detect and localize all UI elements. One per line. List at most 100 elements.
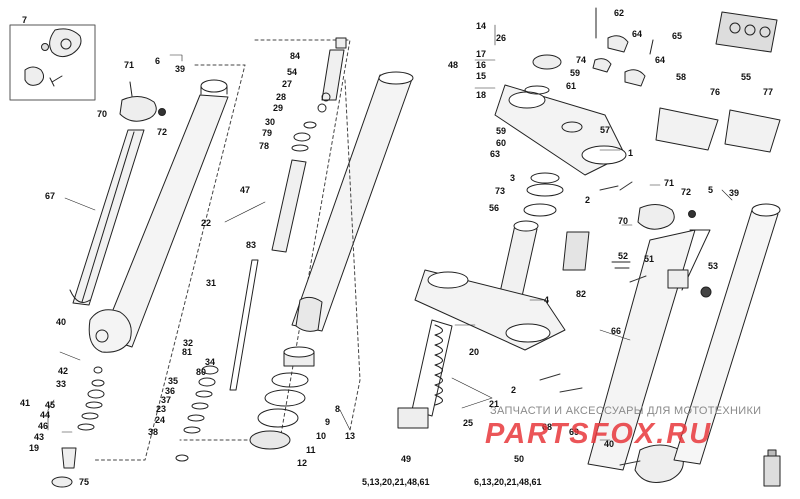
- callout-label: 36: [165, 386, 176, 396]
- callout-label: 12: [297, 458, 308, 468]
- callout-label: 4: [544, 295, 550, 305]
- callout-label: 9: [325, 417, 331, 427]
- callout-label: 28: [276, 92, 287, 102]
- callout-label: 51: [644, 254, 655, 264]
- left-fork-outer-leg: [88, 79, 229, 353]
- callout-label: 3: [510, 173, 516, 183]
- watermark-caption: ЗАПЧАСТИ И АКСЕССУАРЫ ДЛЯ МОТОТЕХНИКИ: [490, 405, 762, 417]
- sticker-55: [715, 11, 778, 53]
- callout-label: 27: [282, 79, 293, 89]
- upper-triple-clamp: [494, 84, 627, 176]
- clamp-70-right: [637, 204, 696, 230]
- callout-label: 77: [763, 87, 774, 97]
- callout-label: 23: [156, 404, 167, 414]
- callout-label: 40: [56, 317, 67, 327]
- callout-label: 2: [585, 195, 591, 205]
- callout-label: 46: [38, 421, 49, 431]
- callout-label: 34: [205, 357, 216, 367]
- callout-label: 31: [206, 278, 217, 288]
- callout-label: 16: [476, 60, 487, 70]
- callout-label: 14: [476, 21, 487, 31]
- callout-label: 20: [469, 347, 480, 357]
- assembly-49-parts: 5,13,20,21,48,61: [362, 477, 430, 487]
- assembly-50-parts: 6,13,20,21,48,61: [474, 477, 542, 487]
- callout-label: 47: [240, 185, 251, 195]
- callout-label: 35: [168, 376, 179, 386]
- steering-stem-4: [414, 220, 566, 351]
- callout-label: 61: [566, 81, 577, 91]
- callout-label: 83: [246, 240, 257, 250]
- callout-label: 75: [79, 477, 90, 487]
- oil-bottle: [763, 449, 781, 487]
- callout-label: 82: [576, 289, 587, 299]
- callout-label: 54: [287, 67, 298, 77]
- callout-label: 76: [710, 87, 721, 97]
- callout-label: 72: [157, 127, 168, 137]
- callout-label: 1: [628, 148, 634, 158]
- callout-label: 8: [335, 404, 341, 414]
- callout-label: 78: [259, 141, 270, 151]
- callout-label: 19: [29, 443, 40, 453]
- callout-label: 69: [569, 427, 580, 437]
- pad-77: [724, 109, 781, 153]
- bolts: [539, 181, 647, 466]
- callout-label: 17: [476, 49, 487, 59]
- callout-label: 79: [262, 128, 273, 138]
- callout-label: 71: [664, 178, 675, 188]
- center-inner-tube: [291, 71, 414, 332]
- callout-label: 45: [45, 400, 56, 410]
- fork-spring-20: [397, 319, 453, 429]
- fork-guard-82: [562, 231, 590, 271]
- callout-label: 5: [708, 185, 714, 195]
- callout-label: 22: [201, 218, 212, 228]
- callout-label: 15: [476, 71, 487, 81]
- stem-bearings: [523, 54, 564, 217]
- callout-label: 38: [148, 427, 159, 437]
- callout-label: 70: [618, 216, 629, 226]
- callout-label: 60: [496, 138, 507, 148]
- callout-label: 30: [265, 117, 276, 127]
- callout-label: 70: [97, 109, 108, 119]
- leader-lines: [47, 24, 733, 441]
- callout-label: 33: [56, 379, 67, 389]
- left-cartridge-assembly: [94, 39, 351, 461]
- callout-label: 68: [542, 422, 553, 432]
- callout-label: 13: [345, 431, 356, 441]
- assembly-49-number: 49: [401, 454, 412, 464]
- damper-rod: [229, 37, 347, 391]
- callout-label: 84: [290, 51, 301, 61]
- callout-label: 21: [489, 399, 500, 409]
- right-fork-tube-5: [673, 203, 781, 465]
- callout-label: 44: [40, 410, 51, 420]
- assembly-50-number: 50: [514, 454, 525, 464]
- callout-label: 58: [676, 72, 687, 82]
- callout-label: 72: [681, 187, 692, 197]
- callout-label: 73: [495, 186, 506, 196]
- callout-label: 67: [45, 191, 56, 201]
- callout-label: 63: [490, 149, 501, 159]
- callout-label: 18: [476, 90, 487, 100]
- callout-label: 62: [614, 8, 625, 18]
- callout-label: 52: [618, 251, 629, 261]
- callout-label: 59: [570, 68, 581, 78]
- callout-label: 43: [34, 432, 45, 442]
- callout-label: 65: [672, 31, 683, 41]
- callout-label: 25: [463, 418, 474, 428]
- callout-label: 40: [604, 439, 615, 449]
- callout-label: 39: [729, 188, 740, 198]
- callout-label: 37: [161, 395, 172, 405]
- callout-label: 48: [448, 60, 459, 70]
- handlebar-clamps: [592, 7, 654, 87]
- clamp-70-left: [119, 81, 166, 122]
- callout-label: 42: [58, 366, 69, 376]
- callout-label: 32: [183, 338, 194, 348]
- callout-label: 2: [511, 385, 517, 395]
- watermark-brand: PARTSFOX.RU: [485, 418, 713, 450]
- callout-label: 57: [600, 125, 611, 135]
- right-bracket-parts: [611, 261, 712, 298]
- seal-stack: [249, 346, 315, 450]
- callout-label: 53: [708, 261, 719, 271]
- callout-label: 6: [155, 56, 161, 66]
